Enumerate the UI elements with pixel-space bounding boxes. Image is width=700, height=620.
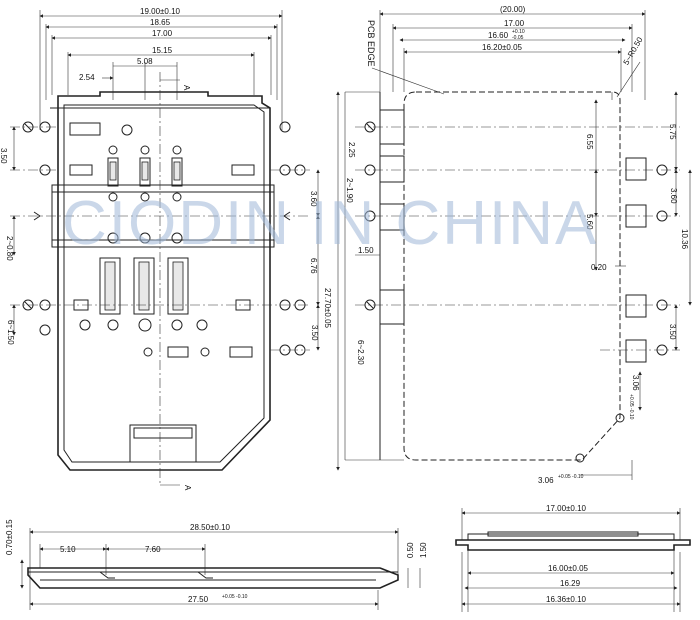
dim-w-2750-tol: +0.05 -0.10 [222,594,248,600]
dim-w-1600: 16.00±0.05 [548,564,589,573]
dim-overall-width: 19.00±0.10 [140,7,181,16]
dim-in-020: 0.20 [591,263,607,272]
dim-right-360: 3.60 [309,191,318,207]
dim-b-306: 3.06 [538,476,554,485]
dim-w3: 17.00 [152,29,173,38]
end-profile-outline [455,539,691,551]
dim-r-360: 3.60 [669,188,678,204]
dim-left-350: 3.50 [0,148,8,164]
dim-r-306: 3.06 [631,375,640,391]
dim-overall-height: 27.70±0.05 [323,288,332,329]
dim-d-760: 7.60 [145,545,161,554]
section-mark-top: A [182,85,191,91]
pcb-edge-label: PCB EDGE [366,20,376,67]
dim-top-1660: 16.60 [488,31,509,40]
hole [121,124,133,136]
dim-in-560: 5.60 [585,214,594,230]
section-mark-bottom: A [183,485,192,491]
dim-left-150: 1.50 [358,246,374,255]
profile-outline [27,567,399,589]
dim-left-150: 6~1.50 [6,320,15,345]
dim-w2: 18.65 [150,18,171,27]
bottom-tab [129,424,197,463]
slot-upper-2 [69,164,93,176]
dim-left-230: 6~2.30 [356,340,365,365]
left-pad-group [364,109,405,325]
right-pegs [279,121,306,356]
side-profile-view: 28.50±0.10 5.10 7.60 0.70±0.15 0.50 1.50… [5,519,428,610]
watermark-text: CIODIN IN CHINA [62,189,598,258]
dim-b-306-tol: +0.05 -0.10 [558,474,584,480]
connector-body-outline [57,91,271,471]
front-top-dims: 19.00±0.10 18.65 17.00 15.15 5.08 2.54 A [39,7,283,130]
connector-inner-outline [63,104,265,463]
dim-top-1660-tol-dn: -0.05 [512,35,524,41]
dim-right-350: 3.50 [310,325,319,341]
pcb-outline [403,91,621,461]
dim-pitch: 5.08 [137,57,153,66]
dim-w-2850: 28.50±0.10 [190,523,231,532]
dim-w-2750: 27.50 [188,595,209,604]
dim-w-1636: 16.36±0.10 [546,595,587,604]
dim-d-510: 5.10 [60,545,76,554]
dim-radius: 5~R0.50 [622,35,645,66]
dim-top-17: 17.00 [504,19,525,28]
front-view: 19.00±0.10 18.65 17.00 15.15 5.08 2.54 A [0,7,340,491]
dim-left-080: 2~0.80 [5,236,14,261]
dim-r-1036: 10.36 [680,229,689,250]
dim-h-070: 0.70±0.15 [5,519,14,555]
dim-r-306-tol: +0.05 -0.10 [628,394,634,420]
dim-w-1629: 16.29 [560,579,581,588]
end-profile-view: 17.00±0.10 16.00±0.05 16.29 16.36±0.10 [455,504,691,612]
dim-r-350: 3.50 [668,324,677,340]
dim-top-20: (20.00) [500,5,526,14]
dim-w4: 15.15 [152,46,173,55]
dim-top-1620: 16.20±0.05 [482,43,523,52]
top-contact-row [107,157,183,187]
left-pegs [22,121,51,336]
dim-left-225: 2.25 [347,142,356,158]
dim-in-655: 6.55 [585,134,594,150]
dim-w-1700: 17.00±0.10 [546,504,587,513]
dim-r-575: 5.75 [668,124,677,140]
dim-left-190: 2~1.90 [345,178,354,203]
dim-h-150: 1.50 [419,542,428,558]
right-pad-group [575,157,668,463]
dim-offset: 2.54 [79,73,95,82]
dim-top-1660-tol-up: +0.10 [512,29,525,35]
dim-right-676: 6.76 [309,258,318,274]
dim-h-050: 0.50 [406,542,415,558]
slot-upper-left [69,122,101,136]
slot-upper-right [231,164,255,176]
bottom-contact-row [99,257,189,315]
